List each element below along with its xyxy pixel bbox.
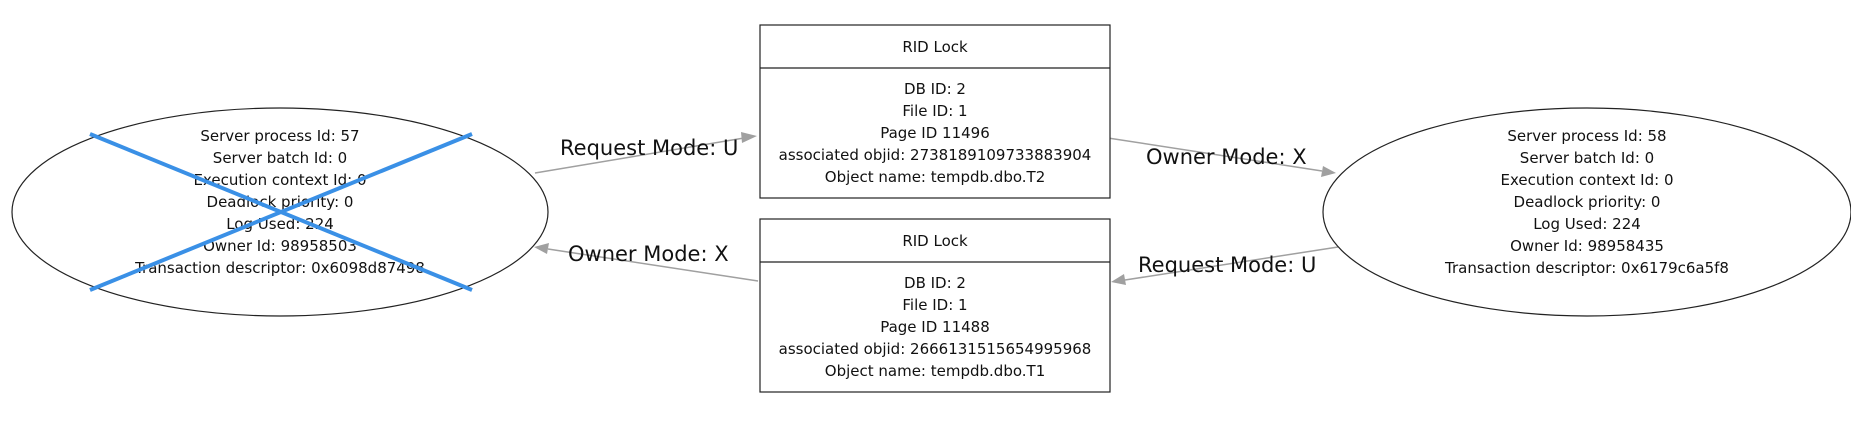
arrowhead-icon: [534, 243, 549, 254]
edge-label-owner-mode: Owner Mode: X: [1146, 145, 1307, 169]
resource-title: RID Lock: [902, 232, 968, 250]
process-line: Deadlock priority: 0: [1514, 193, 1661, 211]
process-node-victim[interactable]: Server process Id: 57 Server batch Id: 0…: [11, 107, 549, 317]
process-line: Server process Id: 57: [200, 127, 359, 145]
edge-line: [1124, 246, 1339, 281]
resource-box: [759, 218, 1111, 393]
process-line: Server process Id: 58: [1507, 127, 1666, 145]
process-line: Log Used: 224: [1533, 215, 1641, 233]
edge-line: [1107, 137, 1323, 172]
resource-line: DB ID: 2: [904, 274, 966, 292]
resource-node-rid-lock-t1[interactable]: RID Lock DB ID: 2 File ID: 1 Page ID 114…: [759, 218, 1111, 393]
edge-label-owner-mode: Owner Mode: X: [568, 242, 729, 266]
resource-line: associated objid: 2666131515654995968: [779, 340, 1092, 358]
resource-node-rid-lock-t2[interactable]: RID Lock DB ID: 2 File ID: 1 Page ID 114…: [759, 24, 1111, 199]
arrowhead-icon: [1321, 166, 1336, 177]
process-node-survivor[interactable]: Server process Id: 58 Server batch Id: 0…: [1322, 107, 1851, 317]
process-line: Transaction descriptor: 0x6179c6a5f8: [1444, 259, 1729, 277]
resource-line: Object name: tempdb.dbo.T1: [825, 362, 1045, 380]
process-line: Server batch Id: 0: [1520, 149, 1654, 167]
edge-line: [534, 137, 745, 174]
edge-owner-x-t2-to-survivor[interactable]: Owner Mode: X: [1107, 137, 1336, 177]
arrowhead-icon: [741, 132, 757, 143]
process-line: Server batch Id: 0: [213, 149, 347, 167]
resource-line: File ID: 1: [902, 296, 967, 314]
edge-label-request-mode: Request Mode: U: [1138, 253, 1316, 277]
process-line: Owner Id: 98958435: [1510, 237, 1664, 255]
arrowhead-icon: [1111, 274, 1126, 285]
edge-owner-x-t1-to-victim[interactable]: Owner Mode: X: [534, 242, 759, 282]
resource-line: File ID: 1: [902, 102, 967, 120]
edge-request-u-survivor-to-t1[interactable]: Request Mode: U: [1111, 246, 1339, 285]
process-line: Log Used: 224: [226, 215, 334, 233]
resource-line: Page ID 11488: [880, 318, 990, 336]
resource-line: Object name: tempdb.dbo.T2: [825, 168, 1045, 186]
resource-title: RID Lock: [902, 38, 968, 56]
process-line: Execution context Id: 0: [1501, 171, 1674, 189]
resource-box: [759, 24, 1111, 199]
edge-line: [547, 248, 759, 282]
process-line: Transaction descriptor: 0x6098d87498: [134, 259, 425, 277]
process-line: Execution context Id: 0: [194, 171, 367, 189]
edge-request-u-victim-to-t2[interactable]: Request Mode: U: [534, 132, 757, 174]
resource-line: Page ID 11496: [880, 124, 990, 142]
process-ellipse: [1322, 107, 1851, 317]
process-line: Deadlock priority: 0: [207, 193, 354, 211]
process-line: Owner Id: 98958503: [203, 237, 357, 255]
resource-line: associated objid: 2738189109733883904: [779, 146, 1092, 164]
resource-line: DB ID: 2: [904, 80, 966, 98]
deadlock-victim-cross-icon: [89, 132, 473, 292]
edge-label-request-mode: Request Mode: U: [560, 136, 738, 160]
